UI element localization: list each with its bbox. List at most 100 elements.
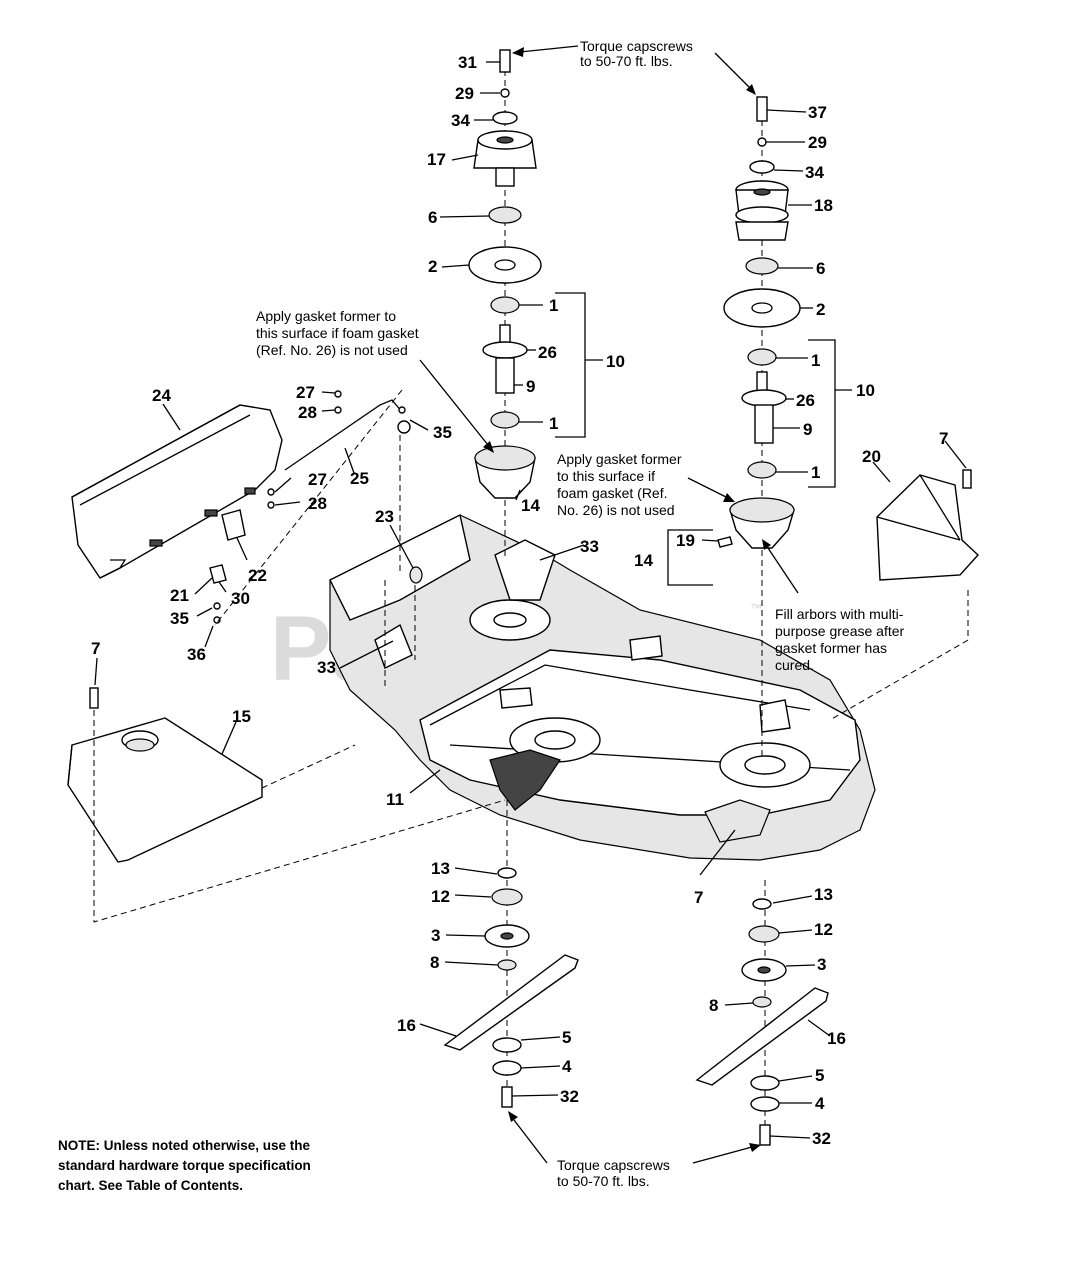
leader-lines xyxy=(94,61,967,1139)
callout-33: 33 xyxy=(580,537,599,556)
callout-13: 13 xyxy=(431,859,450,878)
bolt-7-left xyxy=(89,687,99,709)
callout-36: 36 xyxy=(187,645,206,664)
callout-1: 1 xyxy=(549,296,558,315)
callout-31: 31 xyxy=(458,53,477,72)
callout-34: 34 xyxy=(451,111,470,130)
bolt-7-right xyxy=(962,469,972,489)
callout-6: 6 xyxy=(428,208,437,227)
note-gasket-left-1: Apply gasket former to xyxy=(256,308,396,324)
plate-2 xyxy=(468,246,542,284)
callout-16: 16 xyxy=(827,1029,846,1048)
lockwasher-29 xyxy=(500,88,510,98)
washer-5 xyxy=(492,1037,522,1053)
callout-1: 1 xyxy=(811,463,820,482)
callout-29: 29 xyxy=(455,84,474,103)
footnote-1: NOTE: Unless noted otherwise, use the xyxy=(58,1138,311,1153)
bracket-14b xyxy=(667,529,713,586)
callout-20: 20 xyxy=(862,447,881,466)
footnote-3: chart. See Table of Contents. xyxy=(58,1178,243,1193)
lockwasher-29b xyxy=(757,137,767,147)
callout-25: 25 xyxy=(350,469,369,488)
callout-29: 29 xyxy=(808,133,827,152)
bracket-10a xyxy=(555,292,586,438)
note-fill-1: Fill arbors with multi- xyxy=(775,606,904,622)
bearing-1d xyxy=(747,461,777,479)
callout-4: 4 xyxy=(815,1094,825,1113)
callout-10: 10 xyxy=(856,381,875,400)
callout-9: 9 xyxy=(526,377,535,396)
washer-5b xyxy=(750,1075,780,1091)
callout-1: 1 xyxy=(811,351,820,370)
gasket-26 xyxy=(482,341,528,359)
callout-17: 17 xyxy=(427,150,446,169)
callout-23: 23 xyxy=(375,507,394,526)
callout-14: 14 xyxy=(634,551,653,570)
callout-14: 14 xyxy=(521,496,540,515)
callout-26: 26 xyxy=(796,391,815,410)
bearing-6b xyxy=(745,257,779,275)
bearing-6 xyxy=(488,206,522,224)
bracket-30 xyxy=(209,564,227,584)
washer-34 xyxy=(492,111,518,125)
shaft-9b xyxy=(754,404,774,444)
callout-33: 33 xyxy=(317,658,336,677)
callout-32: 32 xyxy=(812,1129,831,1148)
note-fill-4: cured. xyxy=(775,657,814,673)
watermark-tm: ™ xyxy=(750,601,762,615)
note-fill-3: gasket former has xyxy=(775,640,887,656)
callout-5: 5 xyxy=(562,1028,571,1047)
callout-12: 12 xyxy=(431,887,450,906)
nut-13 xyxy=(497,867,517,879)
callout-7: 7 xyxy=(694,888,703,907)
rod-25 xyxy=(284,399,403,471)
callout-35: 35 xyxy=(433,423,452,442)
callout-24: 24 xyxy=(152,386,171,405)
callout-37: 37 xyxy=(808,103,827,122)
note-gasket-right-3: foam gasket (Ref. xyxy=(557,485,668,501)
callout-12: 12 xyxy=(814,920,833,939)
washer-34b xyxy=(749,160,775,174)
callout-10: 10 xyxy=(606,352,625,371)
note-torque-top-2: to 50-70 ft. lbs. xyxy=(580,53,673,69)
callout-28: 28 xyxy=(298,403,317,422)
note-gasket-right-2: to this surface if xyxy=(557,468,655,484)
bearing-1c xyxy=(747,348,777,366)
callout-27: 27 xyxy=(308,470,327,489)
bearing-1-bottom xyxy=(490,411,520,429)
washer-12 xyxy=(491,888,523,906)
belt-cover-24 xyxy=(71,404,283,584)
nut-13b xyxy=(752,898,772,910)
callout-18: 18 xyxy=(814,196,833,215)
callout-7: 7 xyxy=(939,429,948,448)
callout-7: 7 xyxy=(91,639,100,658)
callout-3: 3 xyxy=(817,955,826,974)
callout-30: 30 xyxy=(231,589,250,608)
lower-right-stack xyxy=(695,880,829,1146)
callout-2: 2 xyxy=(428,257,437,276)
callout-16: 16 xyxy=(397,1016,416,1035)
washer-4 xyxy=(492,1060,522,1076)
callout-32: 32 xyxy=(560,1087,579,1106)
callouts: 31 29 34 17 6 2 1 26 9 1 10 14 37 29 34 … xyxy=(91,53,948,1148)
callout-35: 35 xyxy=(170,609,189,628)
bushing-8 xyxy=(497,959,517,971)
note-fill-2: purpose grease after xyxy=(775,623,905,639)
capscrew-32 xyxy=(501,1086,513,1108)
callout-11: 11 xyxy=(386,790,404,809)
bushing-8b xyxy=(752,996,772,1008)
callout-6: 6 xyxy=(816,259,825,278)
footnote-2: standard hardware torque specification xyxy=(58,1158,311,1173)
right-spindle-stack xyxy=(723,96,801,760)
callout-27: 27 xyxy=(296,383,315,402)
note-gasket-right-4: No. 26) is not used xyxy=(557,502,675,518)
callout-13: 13 xyxy=(814,885,833,904)
callout-19: 19 xyxy=(676,531,695,550)
callout-28: 28 xyxy=(308,494,327,513)
callout-3: 3 xyxy=(431,926,440,945)
note-torque-bottom-2: to 50-70 ft. lbs. xyxy=(557,1173,650,1189)
note-gasket-left-3: (Ref. No. 26) is not used xyxy=(256,342,408,358)
callout-1: 1 xyxy=(549,414,558,433)
blade-16a xyxy=(443,954,579,1051)
shield-15 xyxy=(67,717,263,863)
